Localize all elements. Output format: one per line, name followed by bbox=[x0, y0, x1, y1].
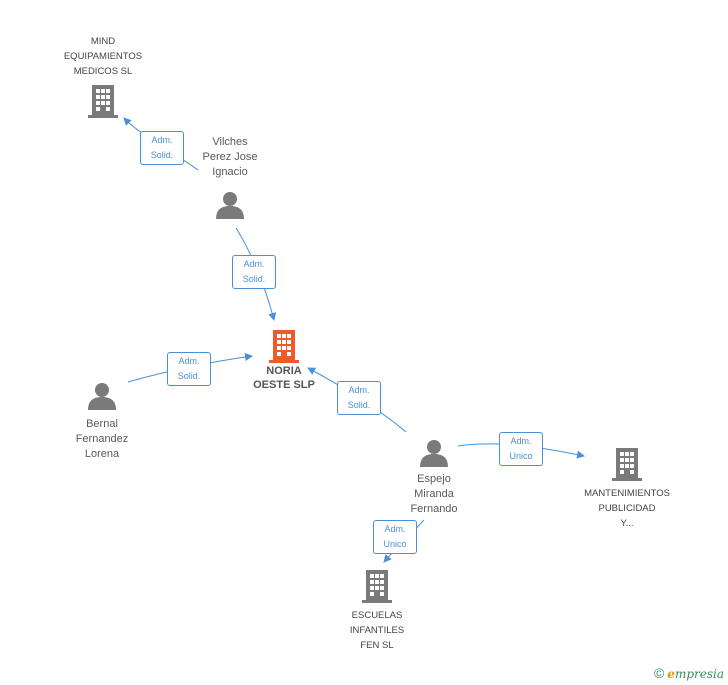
relation-type: Solid. bbox=[347, 400, 371, 410]
person-icon bbox=[420, 440, 448, 467]
person-icon bbox=[216, 192, 244, 219]
relation-badge-espejo-center[interactable]: Adm. Solid. bbox=[337, 381, 381, 415]
relation-badge-bernal-center[interactable]: Adm. Solid. bbox=[167, 352, 211, 386]
brand-name: mpresia bbox=[674, 667, 724, 681]
node-label: NORIA OESTE SLP bbox=[253, 365, 315, 391]
node-escuelas-infantiles[interactable]: ESCUELAS INFANTILES FEN SL bbox=[326, 568, 428, 653]
relation-badge-vilches-mind[interactable]: Adm. Solid. bbox=[140, 131, 184, 165]
copyright-symbol: © bbox=[653, 665, 665, 681]
node-label: Vilches Perez Jose Ignacio bbox=[202, 136, 258, 178]
building-icon bbox=[269, 330, 299, 363]
node-label: Bernal Fernandez Lorena bbox=[75, 418, 129, 460]
node-bernal-fernandez[interactable]: Bernal Fernandez Lorena bbox=[60, 381, 144, 462]
node-label: Espejo Miranda Fernando bbox=[410, 473, 458, 515]
relation-badge-vilches-center[interactable]: Adm. Solid. bbox=[232, 255, 276, 289]
relation-role: Adm. bbox=[178, 356, 200, 366]
node-label: ESCUELAS INFANTILES FEN SL bbox=[349, 610, 405, 651]
relation-role: Adm. bbox=[384, 524, 406, 534]
node-label: MIND EQUIPAMIENTOS MEDICOS SL bbox=[63, 36, 143, 77]
node-vilches-perez[interactable]: Vilches Perez Jose Ignacio bbox=[190, 135, 270, 220]
relation-role: Adm. bbox=[151, 135, 173, 145]
relation-type: Solid. bbox=[242, 274, 266, 284]
relation-badge-espejo-mantenimientos[interactable]: Adm. Unico bbox=[499, 432, 543, 466]
empresia-logo: ©empresia bbox=[654, 665, 724, 681]
relation-role: Adm. bbox=[243, 259, 265, 269]
relation-role: Adm. bbox=[510, 436, 532, 446]
brand-initial: e bbox=[667, 667, 675, 681]
building-icon bbox=[362, 570, 392, 603]
node-mind-equipamientos[interactable]: MIND EQUIPAMIENTOS MEDICOS SL bbox=[50, 34, 156, 119]
relation-type: Unico bbox=[383, 539, 407, 549]
node-label: MANTENIMIENTOS PUBLICIDAD Y... bbox=[584, 488, 670, 529]
node-noria-oeste[interactable]: NORIA OESTE SLP bbox=[236, 328, 332, 392]
relation-type: Unico bbox=[509, 451, 533, 461]
relation-role: Adm. bbox=[348, 385, 370, 395]
relation-badge-espejo-escuelas[interactable]: Adm. Unico bbox=[373, 520, 417, 554]
node-mantenimientos-publicidad[interactable]: MANTENIMIENTOS PUBLICIDAD Y... bbox=[574, 446, 680, 531]
relation-type: Solid. bbox=[177, 371, 201, 381]
node-espejo-miranda[interactable]: Espejo Miranda Fernando bbox=[392, 438, 476, 517]
building-icon bbox=[612, 448, 642, 481]
relation-type: Solid. bbox=[150, 150, 174, 160]
building-icon bbox=[88, 85, 118, 118]
person-icon bbox=[88, 383, 116, 410]
